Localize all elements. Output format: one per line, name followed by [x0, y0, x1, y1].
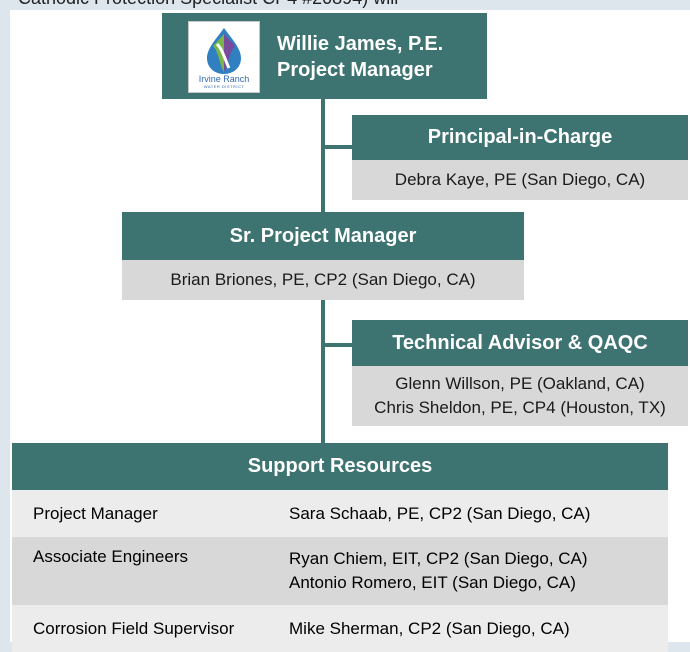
support-person: Antonio Romero, EIT (San Diego, CA)	[289, 573, 576, 592]
people-cell: Mike Sherman, CP2 (San Diego, CA)	[289, 605, 668, 652]
water-drop-icon	[207, 28, 241, 74]
project-manager-box: Irvine Ranch WATER DISTRICT Willie James…	[162, 13, 487, 99]
table-row: Corrosion Field Supervisor Mike Sherman,…	[12, 605, 668, 652]
role-cell: Associate Engineers	[33, 547, 188, 566]
table-row: Associate Engineers Ryan Chiem, EIT, CP2…	[12, 537, 668, 605]
logo-subtext: WATER DISTRICT	[203, 84, 245, 89]
technical-header: Technical Advisor & QAQC	[352, 320, 688, 366]
principal-people: Debra Kaye, PE (San Diego, CA)	[352, 160, 688, 200]
technical-person: Chris Sheldon, PE, CP4 (Houston, TX)	[374, 398, 666, 417]
logo-caption: Irvine Ranch WATER DISTRICT	[189, 74, 259, 89]
support-person: Ryan Chiem, EIT, CP2 (San Diego, CA)	[289, 549, 588, 568]
support-person: Sara Schaab, PE, CP2 (San Diego, CA)	[289, 503, 591, 523]
cut-off-intro-text: Cathodic Protection Specialist CP4 #2089…	[18, 0, 398, 9]
support-table: Project Manager Sara Schaab, PE, CP2 (Sa…	[12, 490, 668, 652]
connector-to-technical	[325, 343, 352, 347]
support-header: Support Resources	[12, 443, 668, 490]
connector-to-principal	[325, 145, 352, 149]
role-cell: Corrosion Field Supervisor	[33, 618, 235, 638]
people-cell: Ryan Chiem, EIT, CP2 (San Diego, CA) Ant…	[289, 537, 668, 605]
manager-title: Project Manager	[277, 59, 433, 81]
technical-person: Glenn Willson, PE (Oakland, CA)	[395, 374, 645, 393]
principal-header: Principal-in-Charge	[352, 115, 688, 160]
sr-pm-people: Brian Briones, PE, CP2 (San Diego, CA)	[122, 260, 524, 300]
principal-person: Debra Kaye, PE (San Diego, CA)	[394, 170, 646, 189]
people-cell: Sara Schaab, PE, CP2 (San Diego, CA)	[289, 490, 668, 537]
logo-text: Irvine Ranch	[198, 74, 250, 84]
irvine-ranch-logo: Irvine Ranch WATER DISTRICT	[188, 21, 260, 93]
sr-pm-header: Sr. Project Manager	[122, 212, 524, 260]
table-row: Project Manager Sara Schaab, PE, CP2 (Sa…	[12, 490, 668, 537]
support-person: Mike Sherman, CP2 (San Diego, CA)	[289, 618, 570, 638]
manager-name: Willie James, P.E.	[277, 33, 444, 55]
sr-pm-person: Brian Briones, PE, CP2 (San Diego, CA)	[170, 270, 476, 289]
connector-main-bottom	[321, 300, 325, 443]
connector-main-top	[321, 99, 325, 212]
technical-people: Glenn Willson, PE (Oakland, CA) Chris Sh…	[352, 366, 688, 426]
role-cell: Project Manager	[33, 503, 158, 523]
